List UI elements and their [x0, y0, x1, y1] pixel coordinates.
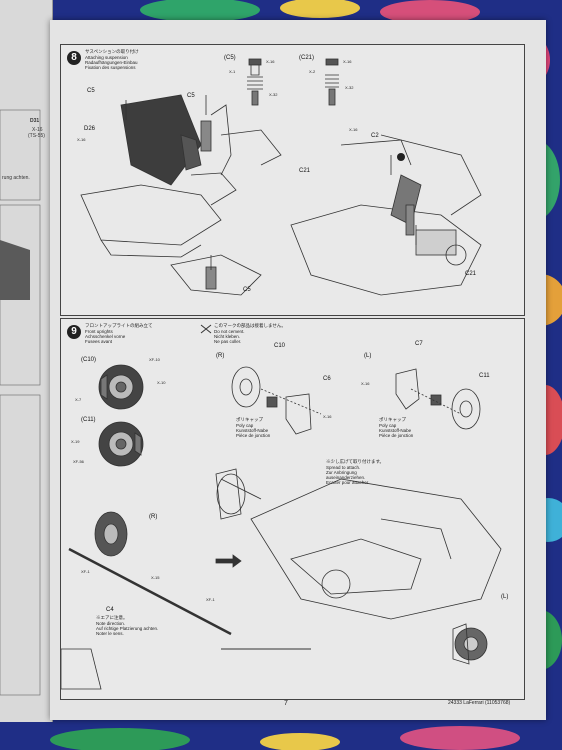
- label-d26: D26: [84, 126, 96, 132]
- label-xf10: XF-10: [149, 357, 160, 362]
- model-code: 24333 LaFerrari (11053768): [448, 700, 511, 706]
- direction-note-de: Auf richtige Platzierung achten.: [96, 626, 159, 631]
- label-x16-l: X-16: [361, 381, 370, 386]
- step-9-diagram: [61, 324, 502, 690]
- label-c7: C7: [415, 341, 423, 347]
- spread-note-en: Spread to attach.: [326, 465, 361, 470]
- polycap-r-de: Kunststoff-Nabe: [236, 428, 269, 433]
- label-x16-c: X-16: [349, 127, 358, 132]
- label-x1: X-1: [229, 69, 236, 74]
- left-text-fragment: rung achten.: [2, 175, 30, 181]
- polycap-r-fr: Pièce de jonction: [236, 433, 271, 438]
- spread-note-fr: Ecarter pour attacher.: [326, 480, 370, 485]
- label-c11: C11: [479, 373, 490, 379]
- page-number: 7: [284, 700, 288, 707]
- step-8-number: 8: [67, 51, 81, 65]
- label-l-mid: (L): [501, 594, 509, 600]
- label-c4: C4: [106, 607, 114, 613]
- step-8-caption-en: Attaching suspension: [85, 55, 128, 60]
- label-xf1-b: XF-1: [206, 597, 215, 602]
- label-c5-top: C5: [187, 93, 195, 99]
- no-cement-note-jp: このマークの部品は接着しません。: [214, 323, 286, 328]
- step-8-caption-de: Radaufhängungen-Einbau: [85, 60, 138, 65]
- polycap-r-en: Poly cap: [236, 423, 254, 428]
- label-r-top: (R): [216, 353, 225, 359]
- direction-note-fr: Noter le sens.: [96, 631, 124, 636]
- no-cement-note-en: Do not cement.: [214, 329, 245, 334]
- label-x32-a: X-32: [269, 92, 278, 97]
- polycap-l-fr: Pièce de jonction: [379, 433, 414, 438]
- label-c10-callout: (C10): [81, 357, 97, 363]
- label-l-top: (L): [364, 353, 372, 359]
- step-8-diagram: [80, 58, 482, 296]
- spread-note-de1: Zur Anbringung: [326, 470, 357, 475]
- step-9-caption-fr: Fusees avant: [85, 339, 113, 344]
- polycap-l-de: Kunststoff-Nabe: [379, 428, 412, 433]
- label-xf1-a: XF-1: [81, 569, 90, 574]
- spread-note-jp: ※少し広げて取り付けます。: [326, 459, 385, 464]
- left-label-d31: D31: [30, 118, 40, 124]
- left-page: D31 X-16 (TS-55) rung achten.: [0, 0, 53, 722]
- step-9-caption-en: Front uprights: [85, 329, 113, 334]
- label-xf56: XF-56: [73, 459, 84, 464]
- direction-note-en: Note direction.: [96, 621, 126, 626]
- label-c5-left: C5: [87, 88, 95, 94]
- label-x32-b: X-32: [345, 85, 354, 90]
- label-x16-b: X-16: [343, 59, 352, 64]
- label-c10: C10: [274, 343, 286, 349]
- label-x15: X-15: [151, 575, 160, 580]
- polycap-l-en: Poly cap: [379, 423, 397, 428]
- label-r-mid: (R): [149, 514, 158, 520]
- label-x16-a: X-16: [266, 59, 275, 64]
- polycap-l-jp: ポリキャップ: [379, 417, 406, 422]
- spread-note-de2: auseinanderziehen.: [326, 475, 366, 480]
- label-c21-callout: (C21): [299, 55, 315, 61]
- label-c5-callout: (C5): [224, 55, 236, 61]
- label-c5-bottom: C5: [243, 287, 251, 293]
- step-8-panel: 8 サスペンションの取り付け Attaching suspension Rada…: [60, 44, 525, 316]
- direction-note-jp: ※エアに注意。: [96, 615, 128, 620]
- left-page-drawing: [0, 109, 41, 696]
- left-label-x16: X-16: [32, 127, 43, 133]
- label-c2: C2: [371, 133, 379, 139]
- label-c6: C6: [323, 376, 331, 382]
- label-x10-a: X-10: [157, 380, 166, 385]
- label-x16-left: X-16: [77, 137, 86, 142]
- label-c21-b: C21: [465, 271, 477, 277]
- step-8-caption-fr: Fixation des suspensions: [85, 65, 136, 70]
- no-cement-note-de: Nicht kleben.: [214, 334, 241, 339]
- polycap-r-jp: ポリキャップ: [236, 417, 263, 422]
- step-9-caption-de: Achsschenkel vorne: [85, 334, 126, 339]
- no-cement-note-fr: Ne pas coller.: [214, 339, 242, 344]
- step-9-panel: 9 フロントアップライトの組み立て Front uprights Achssch…: [60, 318, 525, 700]
- left-label-ts55: (TS-55): [28, 133, 45, 139]
- step-8-caption-jp: サスペンションの取り付け: [85, 49, 139, 54]
- label-x16-r: X-16: [323, 414, 332, 419]
- step-9-caption-jp: フロントアップライトの組み立て: [85, 323, 153, 328]
- step-9-number: 9: [67, 325, 81, 339]
- label-x2: X-2: [309, 69, 316, 74]
- label-x19: X-19: [71, 439, 80, 444]
- label-c11-callout: (C11): [81, 417, 96, 423]
- label-x7: X-7: [75, 397, 82, 402]
- label-c21-a: C21: [299, 168, 311, 174]
